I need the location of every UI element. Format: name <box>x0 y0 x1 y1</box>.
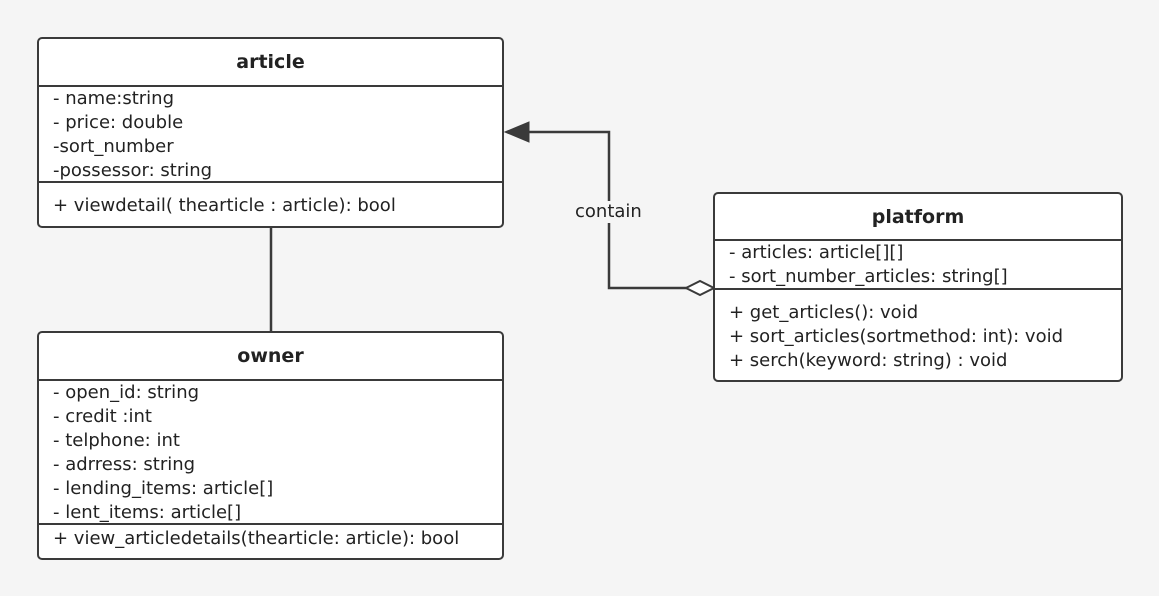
method: + serch(keyword: string) : void <box>729 350 1008 371</box>
method: + view_articledetails(thearticle: articl… <box>53 528 460 549</box>
attribute: - open_id: string <box>53 382 200 403</box>
attribute: - sort_number_articles: string[] <box>729 266 1008 287</box>
arrowhead-icon <box>503 121 530 143</box>
attribute: -possessor: string <box>53 160 213 181</box>
class-platform[interactable]: platform - articles: article[][] - sort_… <box>713 192 1123 382</box>
attribute: - price: double <box>53 112 184 133</box>
attribute: - credit :int <box>53 406 152 427</box>
class-name: owner <box>39 333 502 381</box>
method: + viewdetail( thearticle : article): boo… <box>53 195 396 216</box>
attributes-section: - name:string - price: double -sort_numb… <box>39 87 502 183</box>
attribute: - name:string <box>53 88 174 109</box>
attribute: - lending_items: article[] <box>53 478 274 499</box>
attributes-section: - articles: article[][] - sort_number_ar… <box>715 241 1121 290</box>
class-article[interactable]: article - name:string - price: double -s… <box>37 37 504 228</box>
class-owner[interactable]: owner - open_id: string - credit :int - … <box>37 331 504 560</box>
relation-label-contain: contain <box>573 201 644 223</box>
attribute: - telphone: int <box>53 430 180 451</box>
methods-section: + view_articledetails(thearticle: articl… <box>39 525 502 551</box>
method: + get_articles(): void <box>729 302 919 323</box>
attributes-section: - open_id: string - credit :int - telpho… <box>39 381 502 525</box>
attribute: -sort_number <box>53 136 174 157</box>
attribute: - adrress: string <box>53 454 196 475</box>
class-name: platform <box>715 194 1121 241</box>
attribute: - articles: article[][] <box>729 242 904 263</box>
methods-section: + get_articles(): void + sort_articles(s… <box>715 290 1121 373</box>
method: + sort_articles(sortmethod: int): void <box>729 326 1064 347</box>
aggregation-diamond-icon <box>683 279 717 297</box>
attribute: - lent_items: article[] <box>53 502 242 523</box>
class-name: article <box>39 39 502 87</box>
methods-section: + viewdetail( thearticle : article): boo… <box>39 183 502 218</box>
